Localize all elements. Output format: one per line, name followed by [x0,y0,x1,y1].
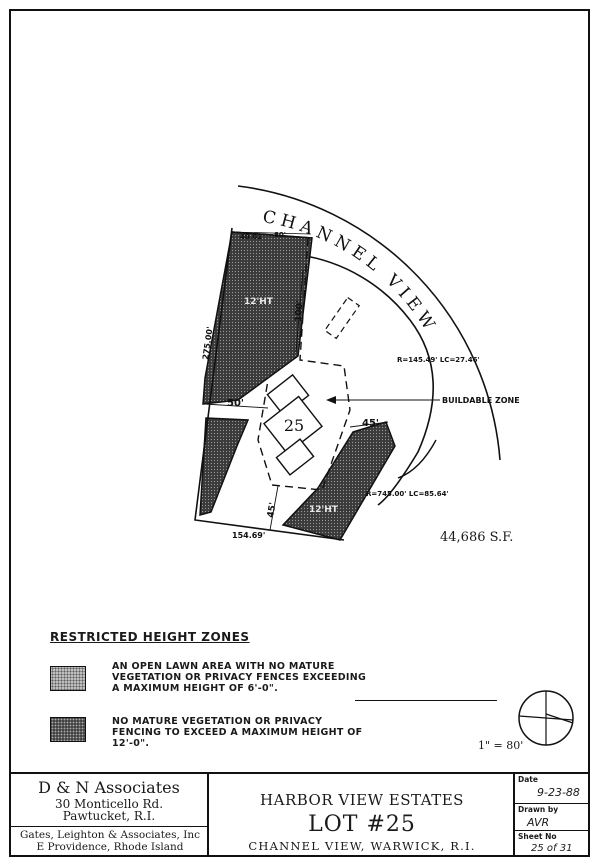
project-location: CHANNEL VIEW, WARWICK, R.I. [248,839,476,853]
sheet-value: 25 of 31 [531,843,573,854]
scale-bar [355,700,497,701]
north-arrow-needle-b [545,713,574,724]
dimension-top-a: 40.01' [240,233,264,241]
legend-swatch-light [50,666,86,691]
north-arrow-needle-a [518,715,574,721]
lot-line-left [194,227,345,541]
setback-bottom-label: 45' [266,502,279,519]
setback-right-label: 45' [362,418,379,429]
height-label-lower: 12'HT [309,505,339,515]
dimension-line-top [231,231,311,235]
scale-label: 1" = 80' [478,739,524,752]
buildable-zone-outline [257,237,351,491]
title-block: D & N Associates 30 Monticello Rd. Pawtu… [9,772,590,857]
buildable-callout-arrowhead [326,396,336,404]
house-footprint-rear [275,438,315,476]
setback-right-line [349,421,389,428]
date-value: 9-23-88 [537,786,580,799]
firm-divider [9,826,209,827]
legend-text-light-zone: AN OPEN LAWN AREA WITH NO MATURE VEGETAT… [112,661,367,694]
street-edge-far [397,439,437,479]
associate-line-1: Gates, Leighton & Associates, Inc [20,829,200,841]
date-label: Date [518,775,538,784]
project-cell: HARBOR VIEW ESTATES LOT #25 CHANNEL VIEW… [209,774,515,857]
drawn-by-row: Drawn by AVR [515,804,588,831]
drawing-sheet-border [9,9,590,857]
setback-top-label: 100' [294,300,305,322]
setback-left-label: 50' [227,398,244,409]
house-footprint-main [262,395,324,455]
driveway-outline [323,296,361,340]
height-label-upper: 12'HT [244,297,274,307]
dimension-top-b: 80' [274,231,286,239]
firm-cell: D & N Associates 30 Monticello Rd. Pawtu… [9,774,209,857]
associate-line-2: E Providence, Rhode Island [36,841,184,853]
project-lot: LOT #25 [308,812,416,837]
drawn-by-label: Drawn by [518,805,559,814]
sheet-label: Sheet No [518,832,557,841]
curve-data-lower: R=745.00' LC=85.64' [366,490,449,498]
drawn-by-value: AVR [527,816,550,829]
curve-data-upper: R=145.49' LC=27.46' [397,356,480,364]
setback-bottom-line [269,485,279,531]
sheet-row: Sheet No 25 of 31 [515,831,588,857]
restricted-zone-lower-left [199,417,250,516]
legend-title: RESTRICTED HEIGHT ZONES [50,630,250,644]
dimension-bottom: 154.69' [232,531,265,540]
setback-left-line [204,403,269,409]
lot-area-label: 44,686 S.F. [440,530,514,545]
firm-address-line-2: Pawtucket, R.I. [62,809,156,823]
firm-address-line-1: 30 Monticello Rd. [54,797,164,811]
legend-text-dark-zone: NO MATURE VEGETATION OR PRIVACY FENCING … [112,716,363,749]
legend-swatch-dark [50,717,86,742]
buildable-zone-label: BUILDABLE ZONE [442,396,520,405]
lot-line-top [231,231,313,239]
lot-number-label: 25 [284,416,304,435]
firm-name: D & N Associates [38,778,180,797]
project-name: HARBOR VIEW ESTATES [260,791,464,809]
street-edge-lower [377,319,434,506]
street-edge-inner [299,254,411,321]
meta-cell: Date 9-23-88 Drawn by AVR Sheet No 25 of… [515,774,588,857]
date-row: Date 9-23-88 [515,774,588,804]
street-centerline-outer [237,185,501,461]
setback-top-line [295,269,304,353]
